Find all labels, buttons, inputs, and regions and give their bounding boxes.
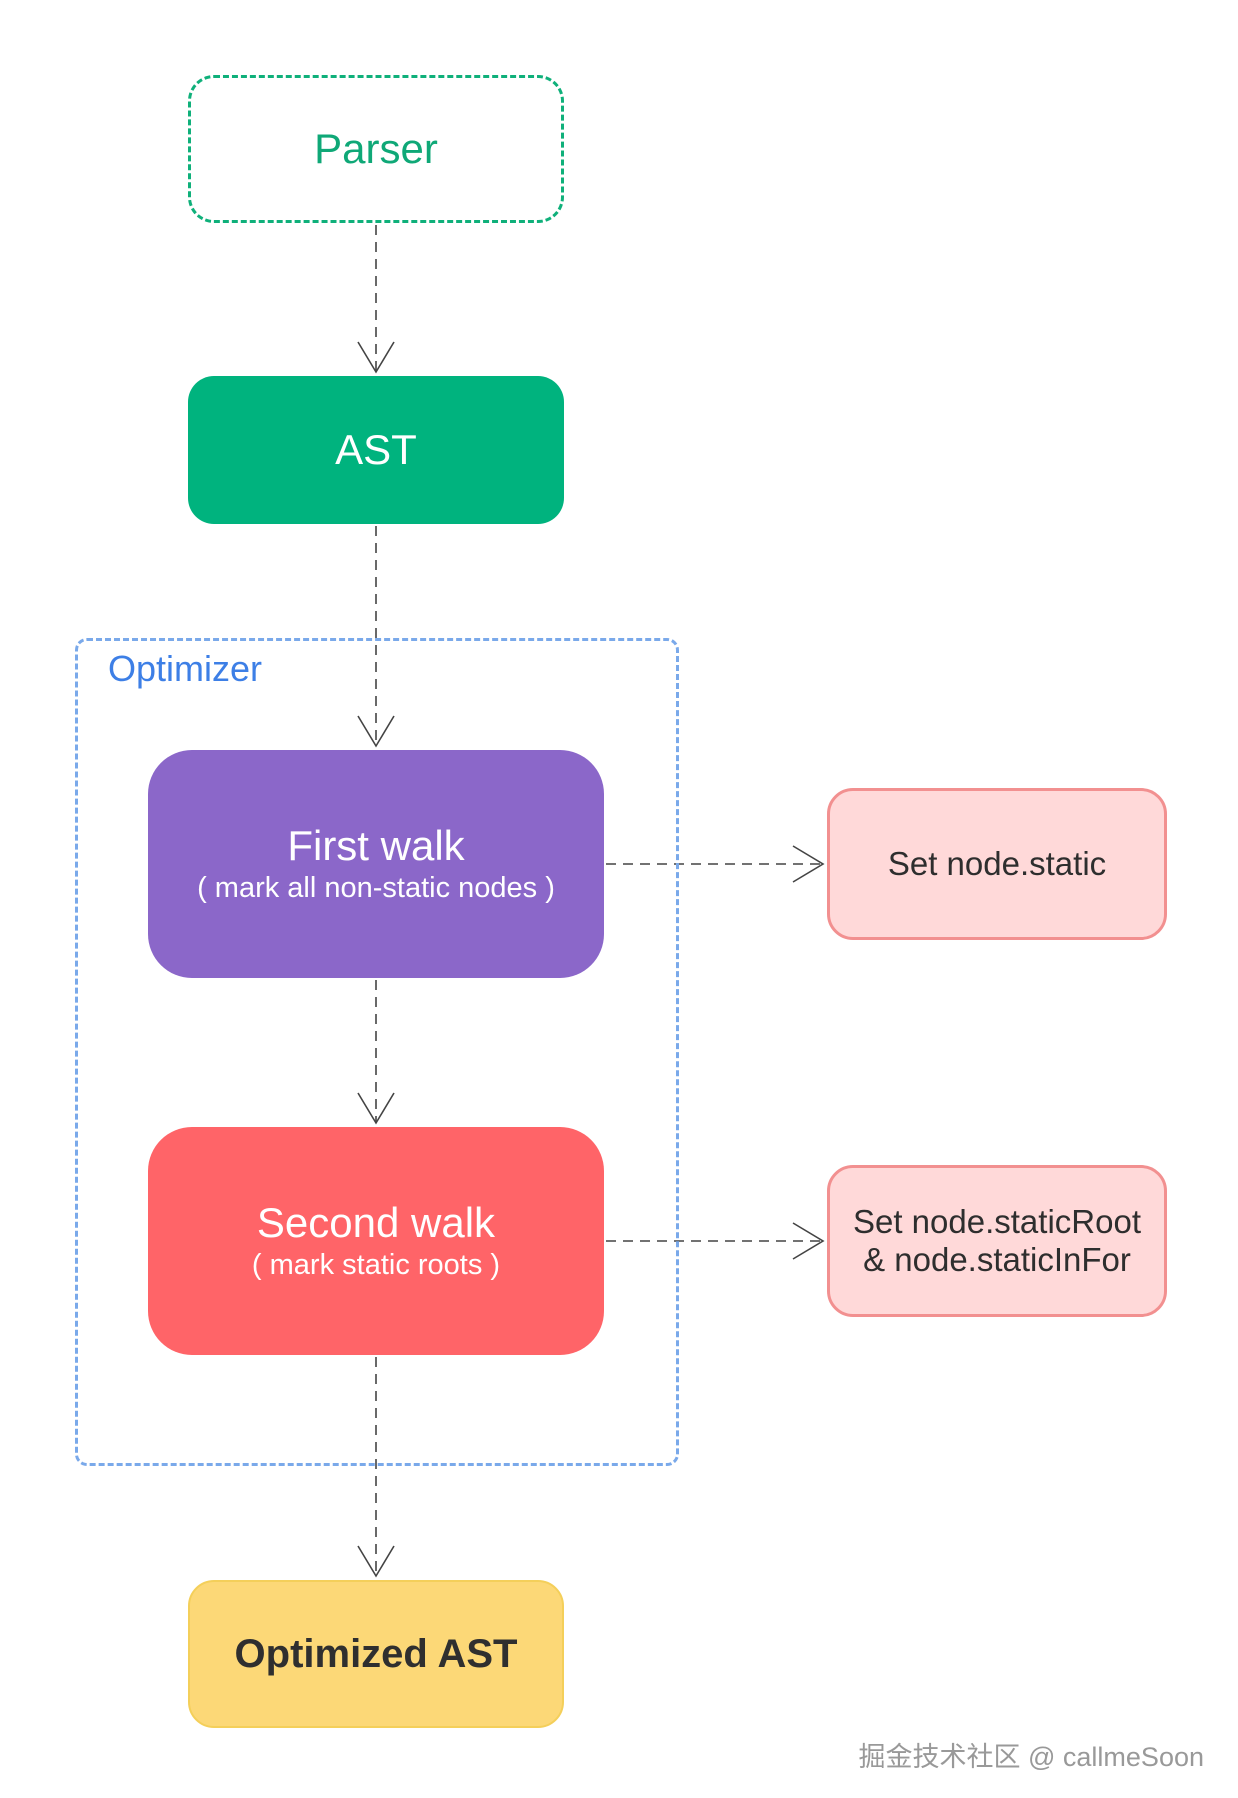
optimizer-group <box>75 638 679 1466</box>
arrowhead-set-static <box>792 845 825 883</box>
watermark: 掘金技术社区 @ callmeSoon <box>858 1742 1205 1772</box>
second-walk-subtitle: ( mark static roots ) <box>251 1249 501 1281</box>
set-static-label: Set node.static <box>887 845 1107 882</box>
arrowhead-first-walk <box>357 715 395 748</box>
second-walk-title: Second walk <box>256 1199 496 1246</box>
first-walk-node: First walk ( mark all non-static nodes ) <box>148 750 604 978</box>
first-walk-title: First walk <box>287 822 465 869</box>
ast-node: AST <box>188 376 564 524</box>
ast-label: AST <box>335 426 417 473</box>
set-static-root-line1: Set node.staticRoot <box>852 1203 1141 1240</box>
set-static-root-node: Set node.staticRoot & node.staticInFor <box>827 1165 1167 1317</box>
arrowhead-set-static-root <box>792 1222 825 1260</box>
second-walk-node: Second walk ( mark static roots ) <box>148 1127 604 1355</box>
parser-node: Parser <box>188 75 564 223</box>
optimized-ast-node: Optimized AST <box>188 1580 564 1728</box>
parser-label: Parser <box>314 125 438 172</box>
optimized-ast-label: Optimized AST <box>234 1631 518 1676</box>
arrowhead-ast <box>357 341 395 374</box>
set-static-root-line2: & node.staticInFor <box>863 1241 1131 1278</box>
optimizer-label: Optimizer <box>108 648 263 689</box>
first-walk-subtitle: ( mark all non-static nodes ) <box>197 872 555 904</box>
arrowhead-optimized <box>357 1545 395 1578</box>
arrowhead-second-walk <box>357 1092 395 1125</box>
set-static-node: Set node.static <box>827 788 1167 940</box>
